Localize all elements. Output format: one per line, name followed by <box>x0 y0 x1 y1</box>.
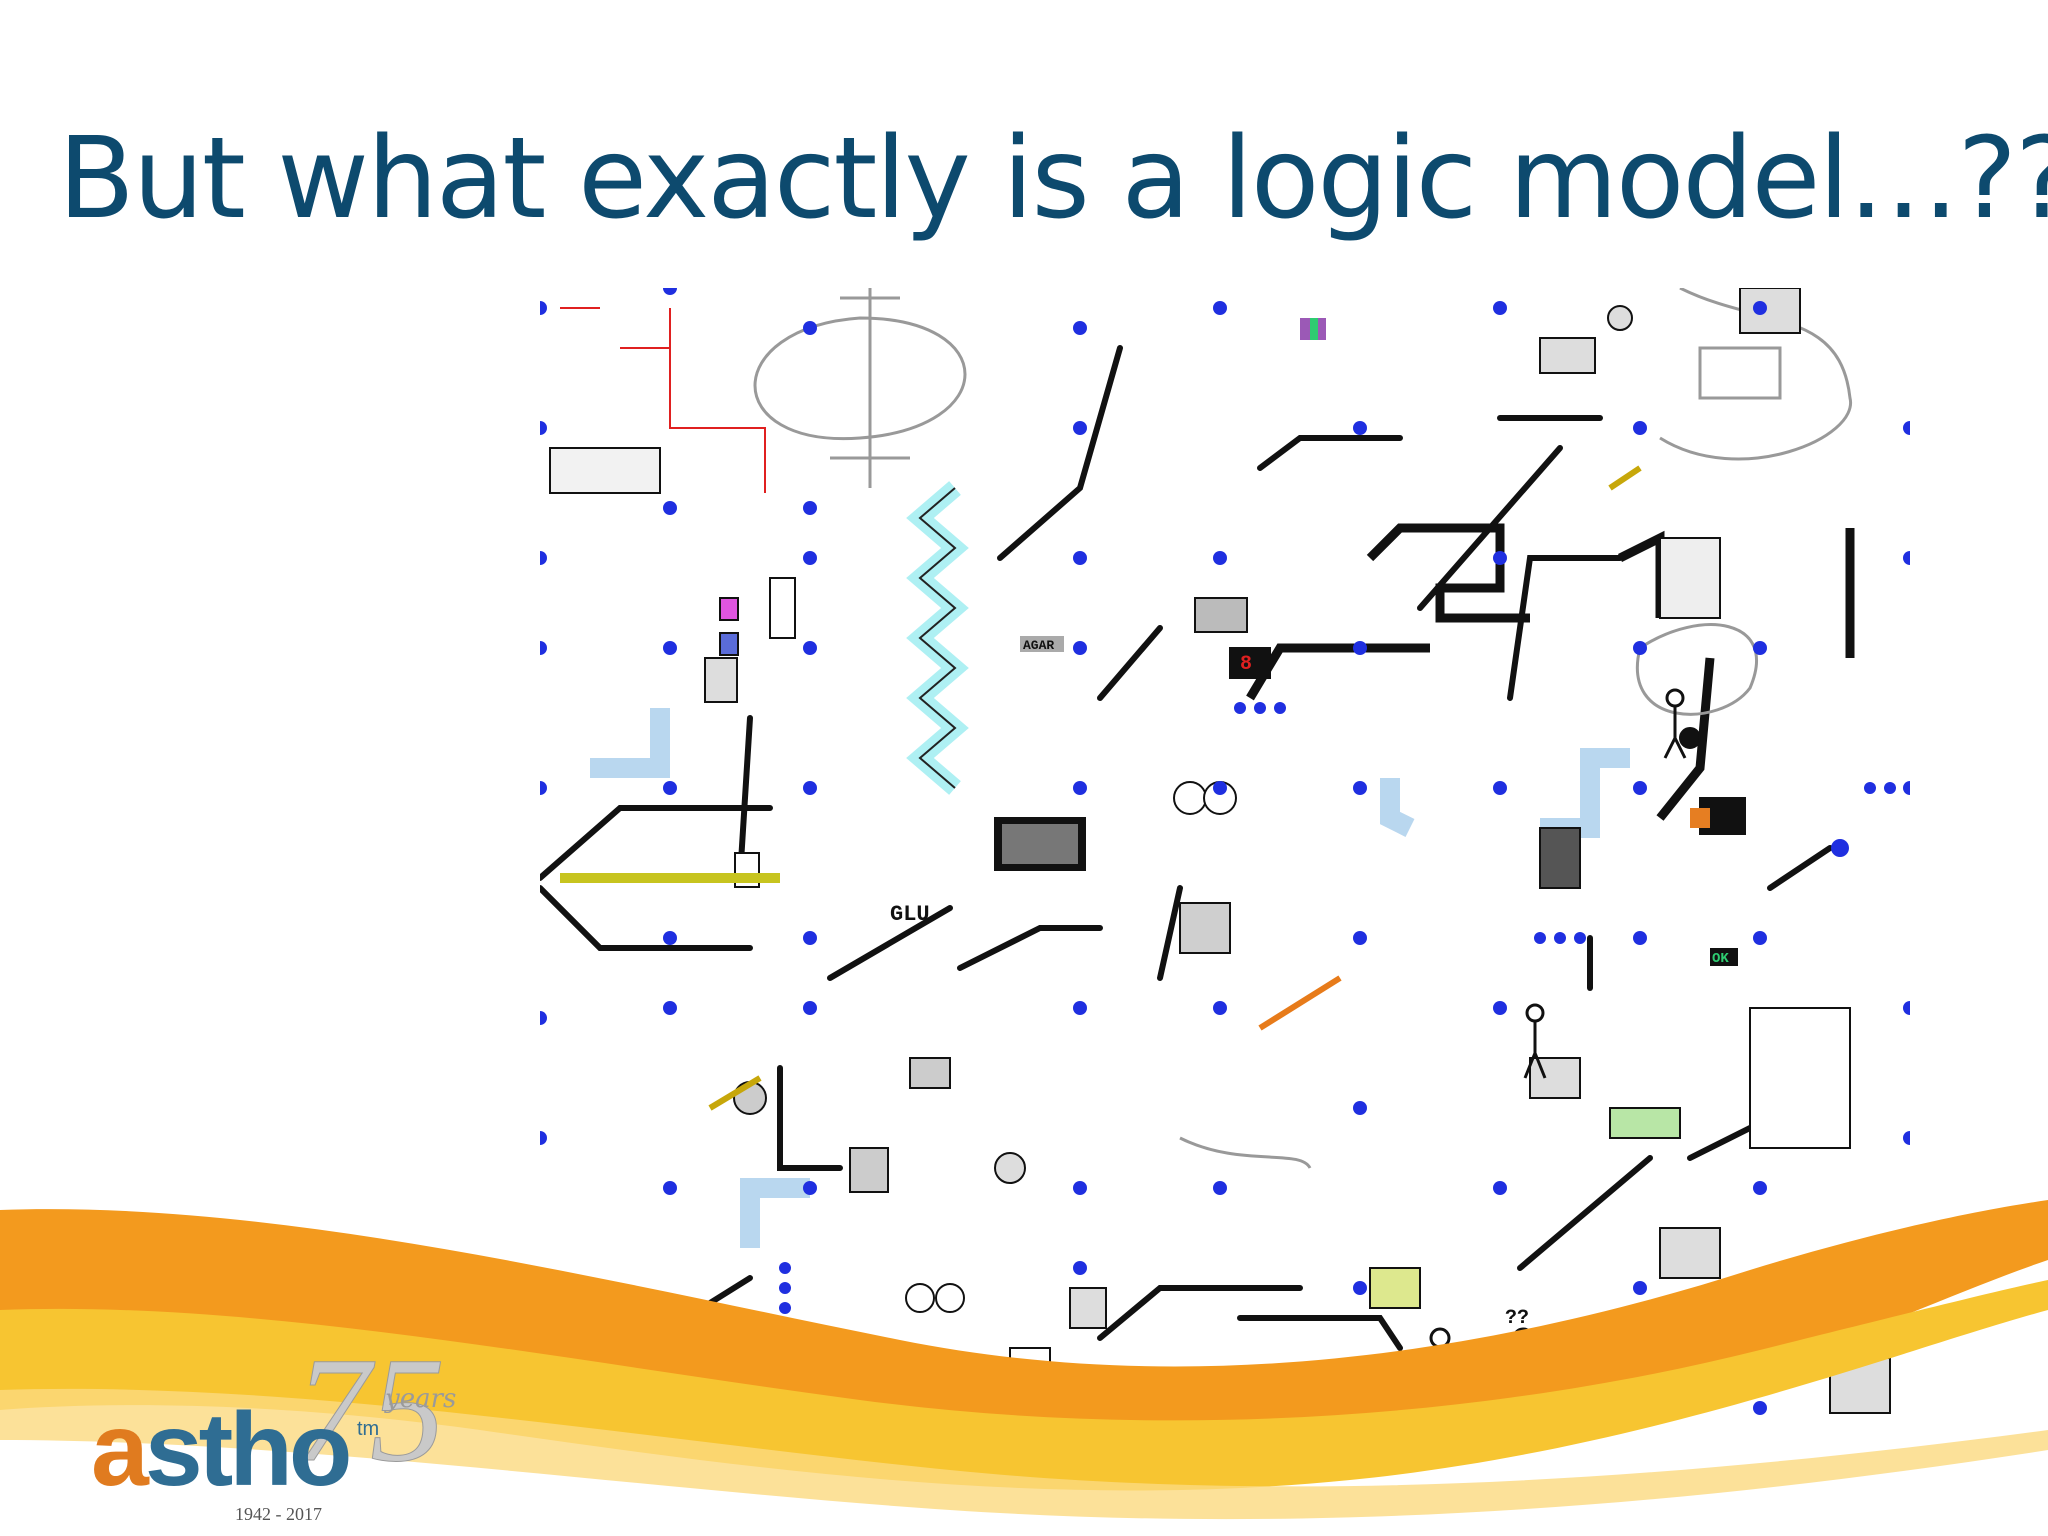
glu-label: GLU <box>890 902 930 927</box>
digit-display: 8 <box>1240 653 1252 676</box>
seventy-five-years-mark-icon: 75 <box>295 1340 446 1494</box>
ok-label: OK <box>1712 951 1729 967</box>
slide-title: But what exactly is a logic model…??? <box>58 114 2048 244</box>
logo-wordmark-rest: stho <box>144 1392 353 1508</box>
logic-model-machine-maze-illustration: GLU AGAR 8 OK ?? <box>540 288 1910 1415</box>
logo-dates: 1942 - 2017 <box>235 1504 322 1524</box>
astho-logo: 75 astho tm years 1942 - 2017 <box>85 1340 555 1530</box>
agar-label: AGAR <box>1023 638 1054 653</box>
orange-swoosh-decoration <box>0 1200 2048 1520</box>
logo-trademark: tm <box>357 1418 380 1440</box>
anniversary-number: 75 <box>295 1340 445 1493</box>
logo-years-label: years <box>385 1384 457 1414</box>
logo-wordmark: astho <box>91 1398 352 1502</box>
question-marks-label: ?? <box>1505 1307 1529 1330</box>
logo-wordmark-a: a <box>91 1392 149 1508</box>
